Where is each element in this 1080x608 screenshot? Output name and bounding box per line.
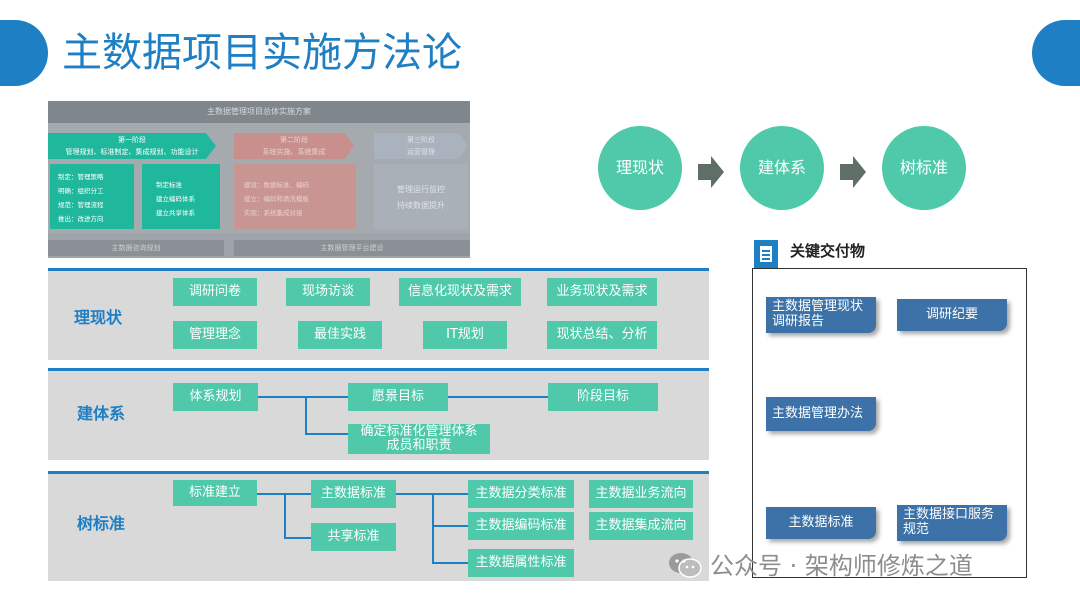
inset-box-b-line: 建立编码体系 bbox=[156, 195, 195, 203]
page-title: 主数据项目实施方法论 bbox=[62, 30, 462, 76]
box-org-roles: 确定标准化管理体系 成员和职责 bbox=[348, 424, 490, 454]
item-business-status: 业务现状及需求 bbox=[547, 278, 657, 306]
item-mgmt-concept: 管理理念 bbox=[173, 321, 257, 349]
connector-line bbox=[448, 396, 548, 398]
item-it-status: 信息化现状及需求 bbox=[399, 278, 521, 306]
section-set-standards-label: 树标准 bbox=[77, 514, 126, 533]
inset-phase1-title: 第一阶段 bbox=[118, 136, 146, 144]
section-build-system-label: 建体系 bbox=[77, 404, 126, 423]
inset-box-b-line: 制定标准 bbox=[156, 181, 182, 189]
inset-phase2-desc: 系统实施、系统集成 bbox=[262, 148, 326, 156]
deliverable-research-minutes: 调研纪要 bbox=[897, 299, 1007, 331]
deliverable-status-report: 主数据管理现状 调研报告 bbox=[766, 297, 876, 333]
box-org-roles-line2: 成员和职责 bbox=[386, 438, 452, 453]
connector-line bbox=[432, 493, 434, 563]
item-it-plan: IT规划 bbox=[423, 321, 507, 349]
deliverables-title: 关键交付物 bbox=[790, 242, 866, 260]
box-vision-goal: 愿景目标 bbox=[348, 383, 448, 411]
overview-inset-image: 主数据管理项目总体实施方案 第一阶段 管理规划、标准制定、集成规划、功能设计 第… bbox=[48, 101, 470, 258]
deliverable-mgmt-measures: 主数据管理办法 bbox=[766, 397, 876, 431]
connector-line bbox=[305, 433, 348, 435]
inset-box-implementation: 建设：数据标准、编码 建立：编码和清洗模板 实现：系统集成对接 bbox=[234, 164, 356, 229]
item-survey: 调研问卷 bbox=[173, 278, 257, 306]
flow-arrow-icon bbox=[840, 156, 866, 188]
inset-box-c-line: 建设：数据标准、编码 bbox=[244, 181, 309, 189]
inset-box-a-line: 制定：管理策略 bbox=[58, 173, 104, 181]
box-stage-goal: 阶段目标 bbox=[548, 383, 658, 411]
box-encode-standard: 主数据编码标准 bbox=[468, 512, 574, 540]
item-interview: 现场访谈 bbox=[286, 278, 370, 306]
box-org-roles-line1: 确定标准化管理体系 bbox=[360, 424, 478, 439]
inset-box-c-line: 建立：编码和清洗模板 bbox=[244, 195, 309, 203]
inset-phase3-title: 第三阶段 bbox=[407, 136, 435, 144]
deliverable-interface-spec: 主数据接口服务 规范 bbox=[897, 505, 1007, 541]
connector-line bbox=[305, 396, 307, 434]
box-business-flow: 主数据业务流向 bbox=[589, 480, 693, 508]
inset-box-a-line: 明确：组织分工 bbox=[58, 187, 104, 195]
box-attribute-standard: 主数据属性标准 bbox=[468, 549, 574, 577]
inset-box-b-line: 建立共享体系 bbox=[156, 209, 195, 217]
connector-line bbox=[284, 493, 286, 538]
inset-box-d-line: 持续数据提升 bbox=[397, 201, 445, 210]
connector-line bbox=[432, 525, 468, 527]
box-integration-flow: 主数据集成流向 bbox=[589, 512, 693, 540]
inset-box-management: 制定：管理策略 明确：组织分工 规范：管理流程 推出：改进方向 bbox=[50, 164, 134, 229]
inset-phase1: 第一阶段 管理规划、标准制定、集成规划、功能设计 bbox=[48, 133, 216, 159]
inset-phase2-title: 第二阶段 bbox=[280, 136, 308, 144]
item-summary: 现状总结、分析 bbox=[547, 321, 657, 349]
document-icon-line bbox=[762, 250, 770, 252]
item-best-practice: 最佳实践 bbox=[298, 321, 382, 349]
inset-box-c-line: 实现：系统集成对接 bbox=[244, 209, 303, 217]
box-share-standard: 共享标准 bbox=[311, 523, 396, 551]
deliverable-interface-spec-line1: 主数据接口服务 bbox=[903, 507, 995, 522]
document-icon-line bbox=[762, 258, 770, 260]
box-std-establish: 标准建立 bbox=[173, 480, 257, 506]
box-classify-standard: 主数据分类标准 bbox=[468, 480, 574, 508]
inset-phase3: 第三阶段 运营管理 bbox=[374, 133, 468, 159]
inset-footer-consulting: 主数据咨询规划 bbox=[48, 240, 224, 256]
deliverable-interface-spec-line2: 规范 bbox=[903, 522, 930, 537]
deliverable-status-report-line2: 调研报告 bbox=[772, 314, 825, 329]
inset-box-a-line: 规范：管理流程 bbox=[58, 201, 104, 209]
title-accent-left bbox=[0, 20, 48, 86]
inset-box-a-line: 推出：改进方向 bbox=[58, 215, 104, 223]
deliverable-md-standard: 主数据标准 bbox=[766, 507, 876, 539]
inset-phase2: 第二阶段 系统实施、系统集成 bbox=[234, 133, 354, 159]
box-md-standard: 主数据标准 bbox=[311, 480, 396, 508]
flow-step-set-standards: 树标准 bbox=[882, 126, 966, 210]
flow-step-current-state: 理现状 bbox=[598, 126, 682, 210]
connector-line bbox=[284, 537, 311, 539]
flow-arrow-icon bbox=[698, 156, 724, 188]
box-system-plan: 体系规划 bbox=[173, 383, 258, 411]
deliverable-status-report-line1: 主数据管理现状 bbox=[772, 299, 864, 314]
watermark-text: 公众号 · 架构师修炼之道 bbox=[710, 552, 973, 580]
connector-line bbox=[258, 396, 348, 398]
inset-box-operation: 管理运行监控 持续数据提升 bbox=[374, 164, 468, 229]
inset-box-d-line: 管理运行监控 bbox=[397, 185, 445, 194]
flow-step-build-system: 建体系 bbox=[740, 126, 824, 210]
title-accent-right bbox=[1032, 20, 1080, 86]
inset-phase1-desc: 管理规划、标准制定、集成规划、功能设计 bbox=[65, 148, 199, 156]
document-icon-line bbox=[762, 254, 770, 256]
inset-header: 主数据管理项目总体实施方案 bbox=[48, 101, 470, 123]
connector-line bbox=[432, 562, 468, 564]
wechat-icon bbox=[669, 553, 702, 578]
section-current-state-label: 理现状 bbox=[74, 308, 123, 327]
inset-phase3-desc: 运营管理 bbox=[407, 148, 435, 156]
inset-footer-platform: 主数据管理平台建设 bbox=[234, 240, 470, 256]
inset-box-standards: 制定标准 建立编码体系 建立共享体系 bbox=[142, 164, 220, 229]
